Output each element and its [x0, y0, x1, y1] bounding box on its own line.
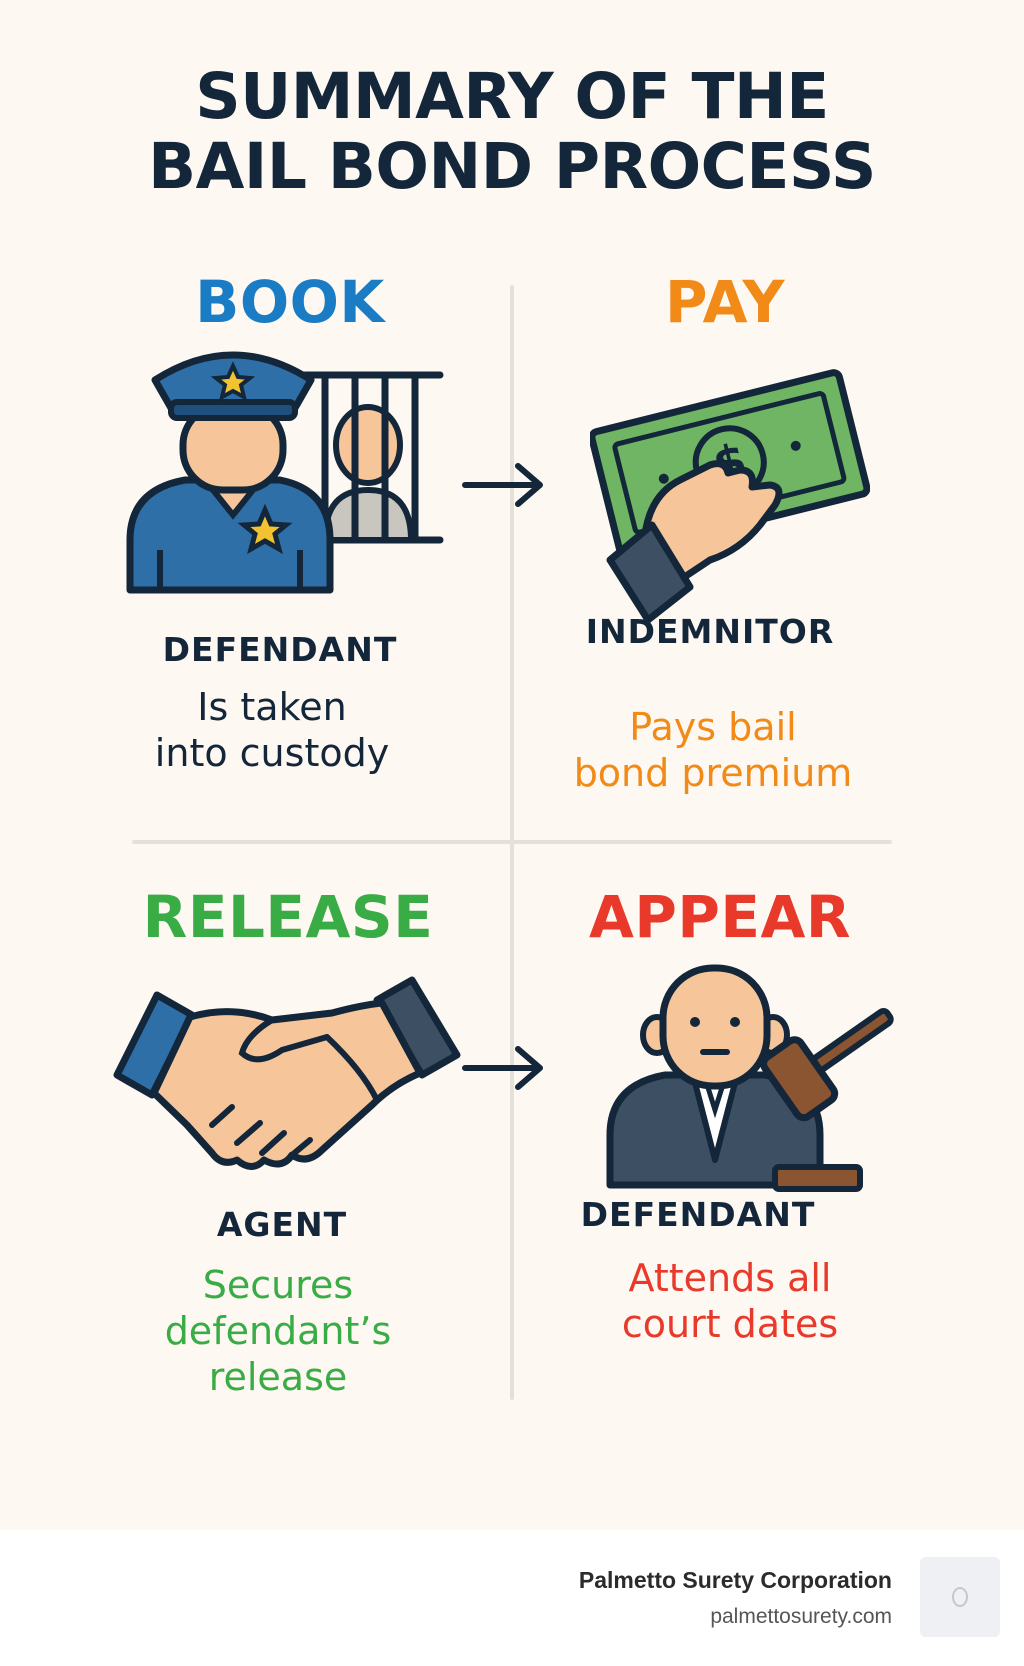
step-desc-book-line-1: Is taken	[197, 685, 347, 729]
step-desc-release-line-2: defendant’s	[164, 1309, 392, 1353]
footer-company-name: Palmetto Surety Corporation	[578, 1567, 892, 1593]
step-title-appear: APPEAR	[588, 883, 852, 951]
step-role-appear: DEFENDANT	[580, 1195, 816, 1234]
step-desc-appear: Attends all court dates	[520, 1255, 940, 1347]
step-desc-appear-line-2: court dates	[621, 1302, 839, 1346]
step-role-pay: INDEMNITOR	[585, 612, 835, 651]
logo-mark-icon	[952, 1587, 968, 1607]
step-desc-appear-line-1: Attends all	[628, 1256, 832, 1300]
step-desc-pay: Pays bail bond premium	[503, 704, 923, 796]
hand-holding-money-icon: $	[590, 369, 870, 624]
title-line-1: SUMMARY OF THE	[195, 60, 829, 133]
step-title-pay: PAY	[664, 268, 786, 336]
step-desc-release-line-3: release	[208, 1355, 348, 1399]
step-desc-pay-line-2: bond premium	[573, 751, 853, 795]
step-desc-book-line-2: into custody	[154, 731, 390, 775]
footer-url[interactable]: palmettosurety.com	[710, 1605, 892, 1628]
step-desc-release: Secures defendant’s release	[68, 1262, 488, 1400]
step-role-book: DEFENDANT	[162, 630, 398, 669]
step-desc-release-line-1: Secures	[202, 1263, 354, 1307]
step-desc-book: Is taken into custody	[62, 684, 482, 776]
step-desc-pay-line-1: Pays bail	[629, 705, 797, 749]
judge-gavel-icon	[606, 964, 894, 1192]
arrow-right-icon	[462, 1046, 543, 1090]
step-title-book: BOOK	[195, 268, 385, 336]
company-logo-icon	[920, 1557, 1000, 1637]
police-officer-jail-icon	[126, 351, 444, 594]
step-role-release: AGENT	[216, 1205, 348, 1244]
arrow-right-icon	[462, 463, 543, 507]
horizontal-divider	[132, 840, 892, 844]
title-line-2: BAIL BOND PROCESS	[148, 130, 876, 203]
footer	[0, 1530, 1024, 1666]
handshake-icon	[113, 976, 461, 1170]
step-title-release: RELEASE	[142, 883, 434, 951]
page-title: SUMMARY OF THE BAIL BOND PROCESS	[0, 62, 1024, 202]
